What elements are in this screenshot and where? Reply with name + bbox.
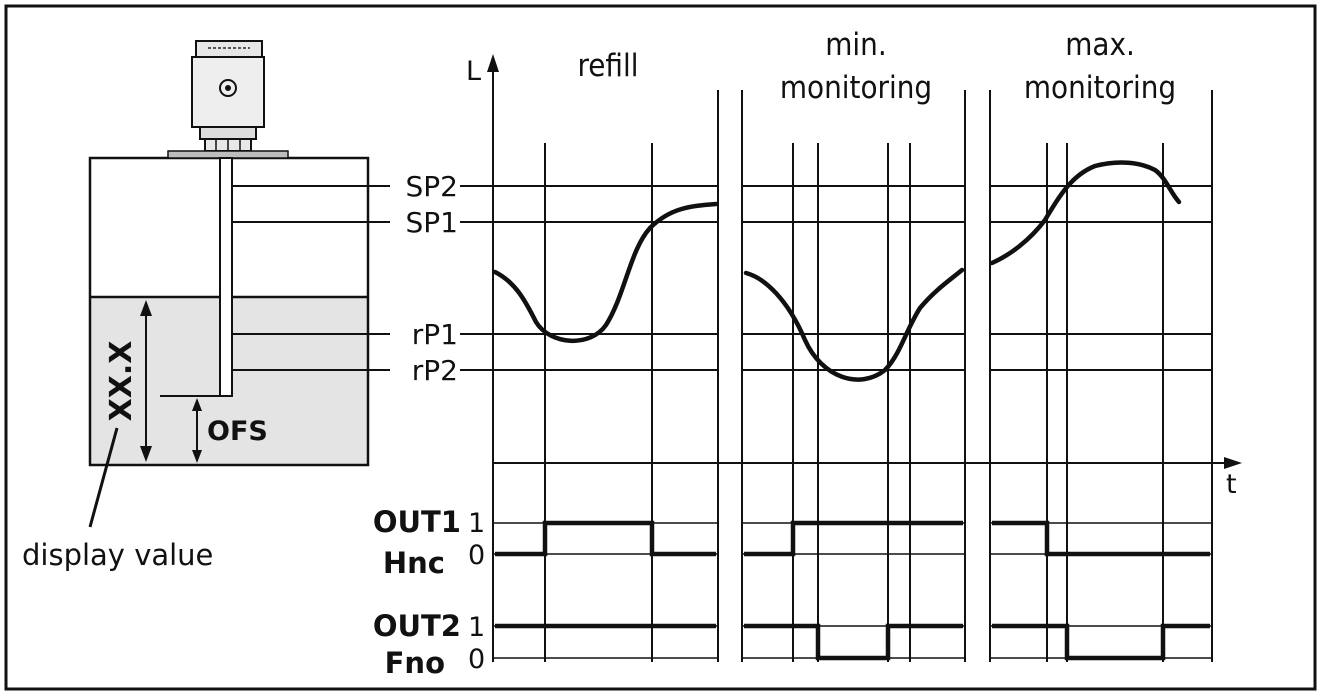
- out1-high-label: 1: [468, 508, 485, 539]
- out1-signal-min: [744, 520, 963, 557]
- level-curve-min: [743, 267, 965, 382]
- time-axis-label: t: [1226, 469, 1237, 500]
- output-reference-lines: [493, 522, 1212, 659]
- out2-mode-label: Fno: [385, 646, 445, 680]
- out2-signal-max: [992, 623, 1210, 661]
- out1-signal-max: [992, 520, 1210, 557]
- section-title-refill: refill: [577, 48, 638, 84]
- output-signals: [495, 520, 1210, 661]
- level-leader-lines: [232, 185, 390, 371]
- out1-label: OUT1: [373, 505, 461, 539]
- diagram-frame: [4, 4, 1317, 691]
- out2-signal-min: [744, 623, 963, 661]
- rp2-label: rP2: [412, 354, 458, 387]
- section-title-max-line1: max.: [1065, 27, 1135, 63]
- tank: [88, 150, 370, 467]
- out1-low-label: 0: [468, 540, 485, 571]
- level-axis: [487, 54, 499, 662]
- section-title-min-line2: monitoring: [780, 70, 932, 106]
- level-label-ticks: [460, 185, 493, 371]
- mounting-flange: [167, 150, 289, 159]
- level-curves: [492, 160, 1182, 382]
- out1-signal-refill: [495, 520, 716, 557]
- offset-label: OFS: [207, 416, 268, 447]
- level-curve-refill: [492, 201, 719, 343]
- level-sensor-icon: [191, 40, 265, 152]
- display-value-arrow: [140, 300, 152, 462]
- sp1-label: SP1: [406, 206, 458, 239]
- value-label: XX.X: [104, 341, 139, 422]
- switching-event-lines: [544, 143, 1164, 662]
- sp2-label: SP2: [406, 170, 458, 203]
- probe-rod: [219, 157, 233, 397]
- rp1-label: rP1: [412, 318, 458, 351]
- level-curve-max: [989, 160, 1182, 266]
- time-axis: [493, 457, 1242, 469]
- section-title-min-line1: min.: [825, 27, 886, 63]
- out2-low-label: 0: [468, 644, 485, 675]
- level-reference-lines: [493, 185, 1212, 371]
- out2-high-label: 1: [468, 612, 485, 643]
- display-value-caption: display value: [22, 538, 213, 572]
- section-title-max-line2: monitoring: [1024, 70, 1176, 106]
- display-value-pointer: [88, 427, 119, 528]
- out1-mode-label: Hnc: [383, 546, 445, 580]
- offset-arrow: [192, 398, 202, 463]
- level-axis-label: L: [466, 56, 481, 87]
- out2-label: OUT2: [373, 609, 461, 643]
